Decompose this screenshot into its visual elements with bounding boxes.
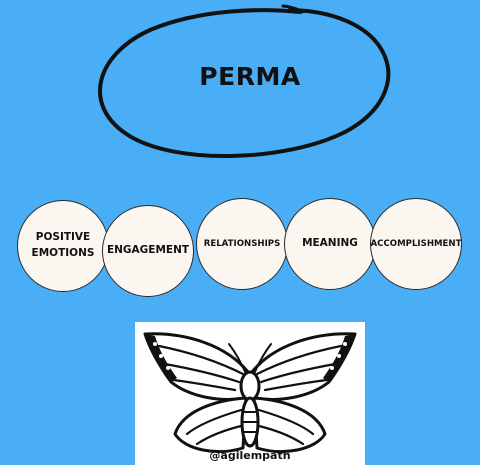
hand-drawn-ellipse bbox=[98, 4, 391, 158]
pillar-label: RELATIONSHIPS bbox=[203, 238, 281, 249]
pillar-accomplishment: ACCOMPLISHMENT bbox=[370, 198, 462, 290]
author-handle: @agilempath bbox=[209, 449, 291, 462]
pillar-label: ACCOMPLISHMENT bbox=[370, 238, 462, 249]
pillar-engagement: ENGAGEMENT bbox=[102, 205, 194, 297]
pillar-label: MEANING bbox=[302, 237, 358, 250]
pillar-label: ENGAGEMENT bbox=[106, 244, 190, 257]
butterfly-icon bbox=[143, 332, 357, 453]
title-area: PERMA bbox=[0, 0, 480, 190]
pillar-positive-emotions: POSITIVE EMOTIONS bbox=[17, 200, 109, 292]
page-title: PERMA bbox=[199, 62, 301, 91]
pillar-label: POSITIVE EMOTIONS bbox=[31, 231, 95, 259]
butterfly-illustration: @agilempath bbox=[135, 322, 365, 465]
pillar-meaning: MEANING bbox=[284, 198, 376, 290]
pillar-relationships: RELATIONSHIPS bbox=[196, 198, 288, 290]
